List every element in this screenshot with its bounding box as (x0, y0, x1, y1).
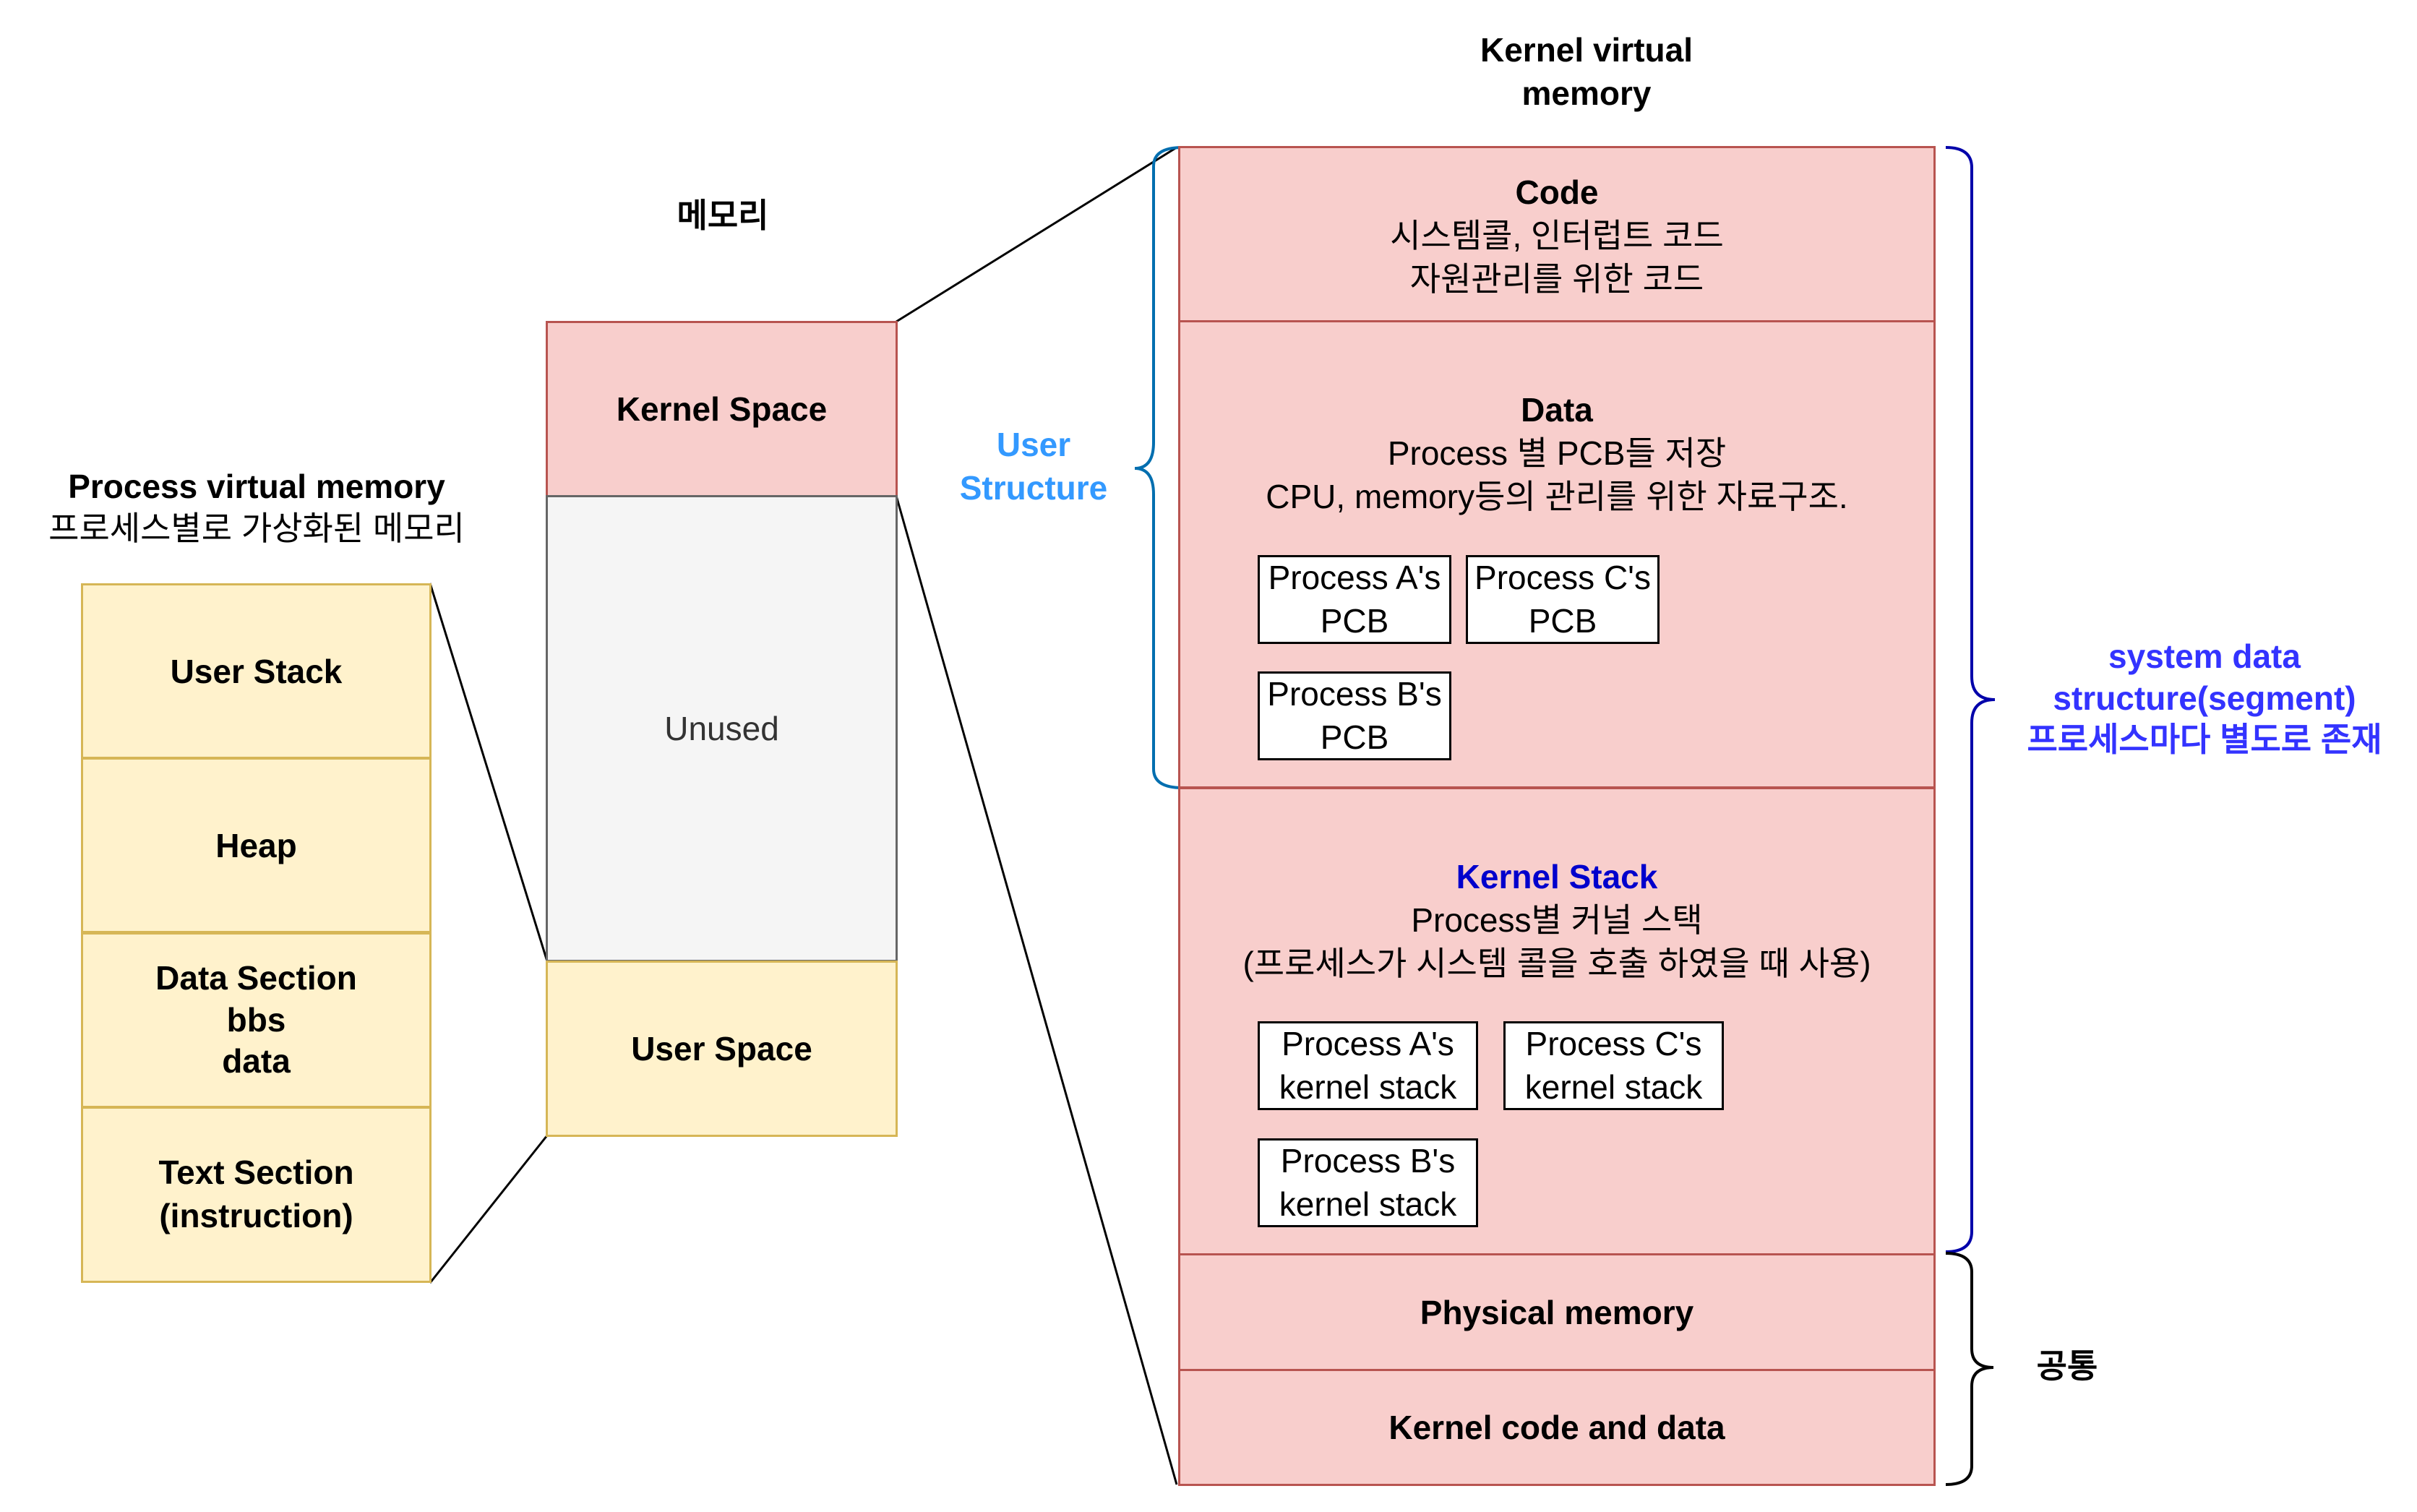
data-label: data (222, 1042, 291, 1081)
code-segment: Code 시스템콜, 인터럽트 코드 자원관리를 위한 코드 (1178, 146, 1936, 322)
system-data-line1: system data (2108, 637, 2301, 675)
kernel-code-data-label: Kernel code and data (1388, 1409, 1725, 1446)
pcb-c-line1: Process C's (1474, 558, 1651, 596)
connector-line (895, 495, 1178, 1485)
connector-line (429, 583, 549, 962)
code-desc-line1: 시스템콜, 인터럽트 코드 (1390, 216, 1724, 254)
pcb-a-line1: Process A's (1268, 558, 1441, 596)
kernel-stack-c-line1: Process C's (1525, 1024, 1702, 1062)
data-title: Data (1521, 391, 1593, 429)
kernel-stack-c-line2: kernel stack (1524, 1068, 1703, 1106)
text-section-label: Text Section (158, 1154, 354, 1192)
user-space-label: User Space (631, 1030, 812, 1068)
memory-title: 메모리 (677, 197, 769, 234)
pcb-a-box: Process A's PCB (1258, 555, 1451, 644)
code-desc-line2: 자원관리를 위한 코드 (1409, 259, 1704, 298)
bbs-label: bbs (226, 1000, 286, 1039)
kernel-code-data-segment: Kernel code and data (1178, 1369, 1936, 1486)
user-structure-label: User Structure (940, 424, 1128, 510)
user-structure-line2: Structure (959, 468, 1108, 507)
instruction-label: (instruction) (159, 1197, 353, 1234)
user-structure-line1: User (996, 426, 1071, 463)
kernel-stack-a-line2: kernel stack (1279, 1068, 1457, 1106)
code-title: Code (1515, 173, 1599, 211)
kernel-stack-c-box: Process C's kernel stack (1503, 1021, 1724, 1110)
kernel-stack-b-line1: Process B's (1280, 1141, 1456, 1180)
common-label: 공통 (2036, 1347, 2098, 1385)
common-brace (1945, 1252, 1994, 1486)
user-space-block: User Space (546, 961, 898, 1137)
process-vm-title-block: Process virtual memory 프로세스별로 가상화된 메모리 (22, 466, 491, 549)
user-stack-label: User Stack (170, 652, 343, 690)
heap-segment: Heap (81, 757, 432, 933)
kernel-vm-title: Kernel virtual memory (1362, 29, 1811, 116)
unused-label: Unused (664, 710, 779, 747)
connector-line (429, 1135, 549, 1284)
kernel-vm-title-line2: memory (1521, 74, 1652, 112)
kernel-stack-b-box: Process B's kernel stack (1258, 1138, 1478, 1227)
kernel-vm-title-line1: Kernel virtual (1480, 31, 1693, 69)
kernel-stack-b-line2: kernel stack (1279, 1185, 1457, 1223)
system-data-line3: 프로세스마다 별도로 존재 (2027, 721, 2382, 758)
system-data-label: system data structure(segment) 프로세스마다 별도… (2002, 636, 2407, 761)
kernel-stack-title: Kernel Stack (1456, 858, 1658, 895)
physical-memory-label: Physical memory (1420, 1293, 1694, 1331)
process-vm-subtitle: 프로세스별로 가상화된 메모리 (48, 509, 465, 547)
pcb-b-line2: PCB (1320, 718, 1389, 756)
pcb-c-line2: PCB (1528, 601, 1597, 640)
kernel-stack-a-box: Process A's kernel stack (1258, 1021, 1478, 1110)
pcb-b-line1: Process B's (1267, 674, 1442, 713)
kernel-stack-desc-line2: (프로세스가 시스템 콜을 호출 하였을 때 사용) (1242, 944, 1871, 982)
process-vm-title: Process virtual memory (68, 468, 445, 505)
kernel-space-block: Kernel Space (546, 321, 898, 497)
text-section-segment: Text Section (instruction) (81, 1107, 432, 1283)
data-desc-line2: CPU, memory등의 관리를 위한 자료구조. (1266, 477, 1848, 515)
pcb-a-line2: PCB (1320, 601, 1389, 640)
data-section-segment: Data Section bbs data (81, 932, 432, 1108)
kernel-stack-desc-line1: Process별 커널 스택 (1411, 901, 1703, 939)
user-stack-segment: User Stack (81, 583, 432, 759)
system-data-line2: structure(segment) (2053, 679, 2356, 717)
data-section-label: Data Section (155, 959, 357, 997)
unused-block: Unused (546, 495, 898, 962)
system-data-brace (1945, 146, 1996, 1253)
pcb-b-box: Process B's PCB (1258, 671, 1451, 760)
kernel-space-label: Kernel Space (616, 390, 828, 428)
connector-line (896, 146, 1177, 323)
user-structure-brace (1134, 146, 1183, 789)
pcb-c-box: Process C's PCB (1466, 555, 1660, 644)
physical-memory-segment: Physical memory (1178, 1253, 1936, 1371)
data-desc-line1: Process 별 PCB들 저장 (1387, 434, 1727, 472)
heap-label: Heap (215, 826, 297, 864)
kernel-stack-a-line1: Process A's (1282, 1024, 1454, 1062)
